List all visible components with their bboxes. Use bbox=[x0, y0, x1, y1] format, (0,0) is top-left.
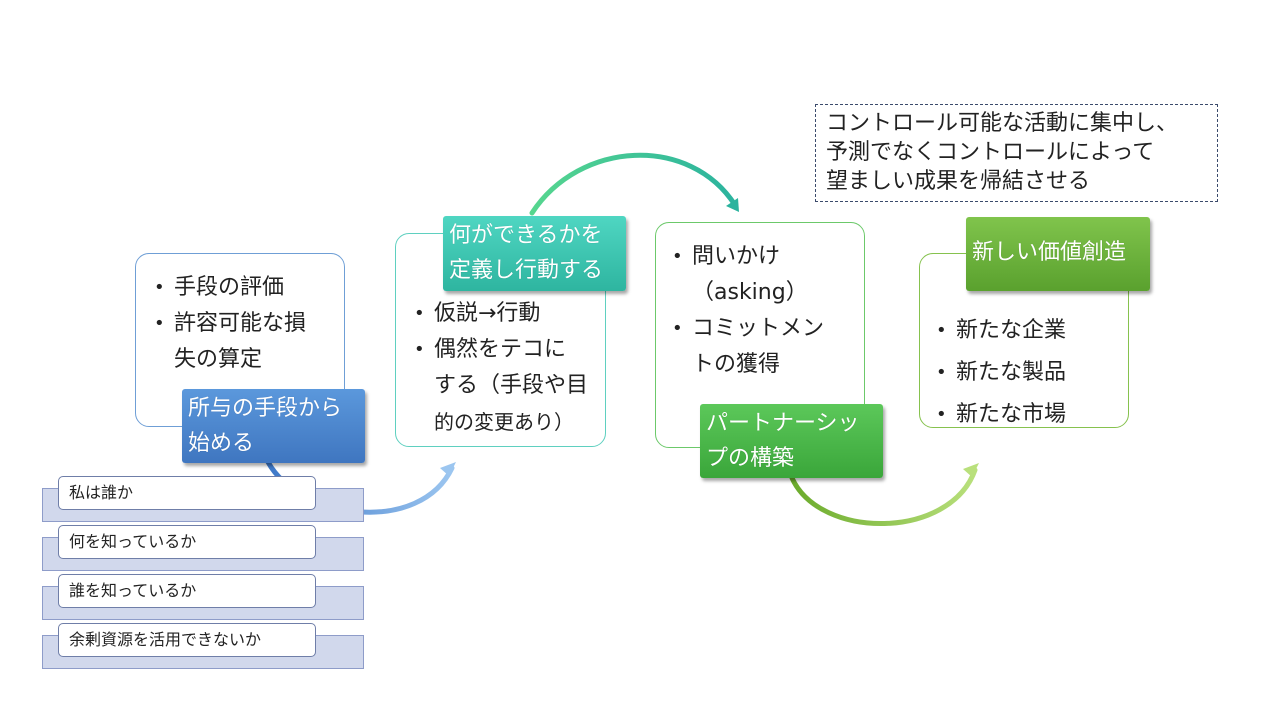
step3-bullet: 問いかけ bbox=[670, 239, 856, 275]
question-item: 何を知っているか bbox=[42, 525, 364, 571]
principle-note-line: 望ましい成果を帰結させる bbox=[826, 169, 1091, 194]
step3-label-line: パートナーシッ bbox=[706, 411, 860, 436]
step1-label-line: 始める bbox=[188, 431, 255, 456]
question-item-label: 余剰資源を活用できないか bbox=[58, 623, 316, 657]
step2-bullet-list: 仮説→行動 偶然をテコに する（手段や目 的の変更あり） bbox=[412, 296, 597, 440]
step2-bullet-text: 的の変更あり） bbox=[434, 410, 574, 434]
step3-bullet: トの獲得 bbox=[670, 347, 856, 383]
step4-bullet: 新たな企業 bbox=[934, 310, 1120, 352]
principle-note-line: 予測でなくコントロールによって bbox=[826, 140, 1155, 165]
step1-bullet: 失の算定 bbox=[174, 347, 263, 372]
question-item-label: 私は誰か bbox=[58, 476, 316, 510]
step1-bullet: 許容可能な損 bbox=[152, 306, 334, 342]
question-item-label: 何を知っているか bbox=[58, 525, 316, 559]
step4-label: 新しい価値創造 bbox=[966, 217, 1150, 291]
step2-bullet: 的の変更あり） bbox=[412, 404, 597, 440]
step1-label: 所与の手段から 始める bbox=[182, 389, 365, 463]
step2-label: 何ができるかを 定義し行動する bbox=[443, 216, 626, 291]
principle-note-line: コントロール可能な活動に集中し、 bbox=[826, 111, 1179, 136]
step3-label-line: プの構築 bbox=[706, 446, 795, 471]
step4-bullet: 新たな市場 bbox=[934, 394, 1120, 436]
step1-bullet: 手段の評価 bbox=[152, 270, 334, 306]
question-item: 余剰資源を活用できないか bbox=[42, 623, 364, 669]
step4-label-line: 新しい価値創造 bbox=[972, 240, 1127, 265]
step3-label: パートナーシッ プの構築 bbox=[700, 404, 883, 478]
question-item: 私は誰か bbox=[42, 476, 364, 522]
question-item: 誰を知っているか bbox=[42, 574, 364, 620]
step3-bullet: コミットメン bbox=[670, 311, 856, 347]
step3-bullet-list: 問いかけ （asking） コミットメン トの獲得 bbox=[670, 239, 856, 383]
step2-bullet: 偶然をテコに bbox=[412, 332, 597, 368]
step2-bullet-text: する（手段や目 bbox=[434, 373, 589, 398]
step3-bullet-text: （asking） bbox=[692, 280, 808, 305]
step2-bullet: する（手段や目 bbox=[412, 368, 597, 404]
step1-card: 手段の評価 許容可能な損 失の算定 bbox=[135, 253, 345, 427]
step2-label-line: 何ができるかを bbox=[449, 223, 603, 248]
arrow-step2-to-step3 bbox=[529, 152, 739, 216]
question-item-label: 誰を知っているか bbox=[58, 574, 316, 608]
step2-label-line: 定義し行動する bbox=[449, 258, 604, 283]
principle-note: コントロール可能な活動に集中し、 予測でなくコントロールによって 望ましい成果を… bbox=[815, 104, 1218, 202]
step3-bullet: （asking） bbox=[670, 275, 856, 311]
step1-label-line: 所与の手段から bbox=[188, 396, 343, 421]
step2-bullet: 仮説→行動 bbox=[412, 296, 597, 332]
step4-bullet-list: 新たな企業 新たな製品 新たな市場 bbox=[934, 310, 1120, 436]
step1-bullet-list: 手段の評価 許容可能な損 失の算定 bbox=[152, 270, 334, 378]
step4-bullet: 新たな製品 bbox=[934, 352, 1120, 394]
step3-bullet-text: トの獲得 bbox=[692, 352, 781, 377]
